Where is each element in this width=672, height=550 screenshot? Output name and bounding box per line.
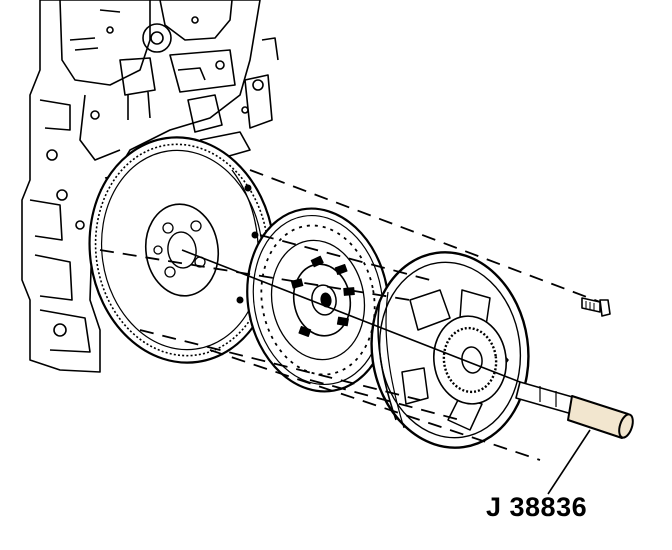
alignment-tool — [515, 381, 634, 439]
bolt — [581, 297, 611, 317]
clutch-disc — [246, 207, 390, 393]
pressure-plate — [370, 251, 530, 449]
assembly-guide-lines — [99, 169, 601, 461]
tool-callout-label: J 38836 — [486, 492, 588, 522]
engine-block — [21, 0, 279, 373]
callout-leader-line — [547, 429, 591, 495]
